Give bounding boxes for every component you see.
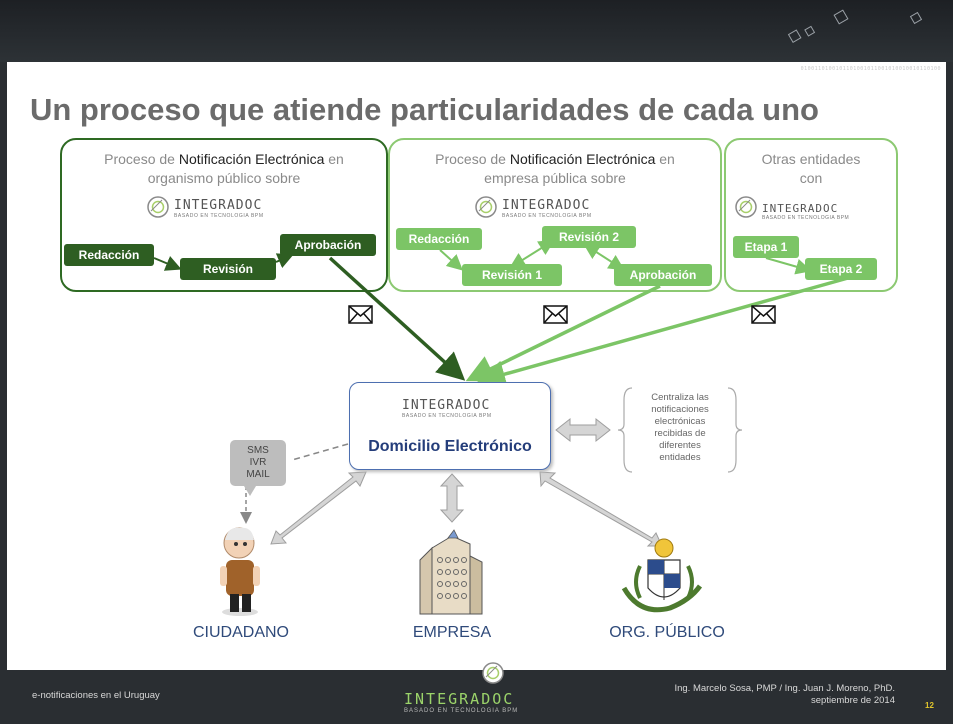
coat-of-arms-icon <box>621 538 703 613</box>
citizen-icon <box>220 527 260 616</box>
page-number: 12 <box>925 701 934 710</box>
step-aprobacion: Aprobación <box>614 264 712 286</box>
flow-arrow <box>509 239 555 269</box>
flow-arrow <box>583 243 625 271</box>
title-text: Otras entidades <box>761 151 861 167</box>
authors-text: Ing. Marcelo Sosa, PMP / Ing. Juan J. Mo… <box>674 683 895 694</box>
process-box-title: Proceso de Notificación Electrónica en e… <box>390 150 720 188</box>
footer-logo: INTEGRADOC BASADO EN TECNOLOGIA BPM <box>404 690 518 714</box>
step-redaccion: Redacción <box>396 228 482 250</box>
logo-text: INTEGRADOC BASADO EN TECNOLOGIA BPM <box>502 198 592 219</box>
recipient-label-ciudadano: CIUDADANO <box>192 624 289 641</box>
note-line: Centraliza las <box>651 392 709 403</box>
recipient-label-empresa: EMPRESA <box>412 624 492 641</box>
double-arrow-icon <box>439 473 465 523</box>
envelope-icon <box>751 305 776 324</box>
logo-tagline: BASADO EN TECNOLOGIA BPM <box>174 213 264 219</box>
brace-left <box>617 387 633 473</box>
logo-tagline: BASADO EN TECNOLOGIA BPM <box>762 215 850 221</box>
hub-label: Domicilio Electrónico <box>368 438 532 455</box>
title-line2: con <box>799 170 823 186</box>
decor-square-icon <box>787 29 802 44</box>
date-text: septiembre de 2014 <box>811 695 895 706</box>
channel-sms: SMS <box>247 445 269 456</box>
flow-arrow <box>275 253 294 269</box>
decor-square-icon <box>804 25 816 37</box>
process-box-title: Proceso de Notificación Electrónica en o… <box>62 150 386 188</box>
title-text: Proceso de <box>104 151 179 167</box>
step-aprobacion: Aprobación <box>280 234 376 256</box>
logo-name: INTEGRADOC <box>404 690 515 708</box>
logo-name: INTEGRADOC <box>762 202 839 215</box>
step-revision-2: Revisión 2 <box>542 226 636 248</box>
envelope-icon <box>348 305 373 324</box>
recipient-label-org-publico: ORG. PÚBLICO <box>609 624 725 641</box>
logo-name: INTEGRADOC <box>502 198 591 213</box>
note-line: notificaciones <box>651 404 709 415</box>
decor-square-icon <box>909 11 923 25</box>
slide-title: Un proceso que atiende particularidades … <box>30 92 819 127</box>
channel-ivr: IVR <box>249 457 267 468</box>
logo-tagline: BASADO EN TECNOLOGIA BPM <box>502 213 592 219</box>
logo-text: INTEGRADOC BASADO EN TECNOLOGIA BPM <box>762 202 849 221</box>
note-line: electrónicas <box>654 416 706 427</box>
step-etapa-1: Etapa 1 <box>733 236 799 258</box>
envelope-icon <box>543 305 568 324</box>
logo-name: INTEGRADOC <box>402 398 491 413</box>
centraliza-note: Centraliza las notificaciones electrónic… <box>630 392 730 464</box>
brace-right <box>727 387 743 473</box>
decor-square-icon <box>833 9 849 25</box>
notification-arrow <box>477 276 849 388</box>
footer-authors: Ing. Marcelo Sosa, PMP / Ing. Juan J. Mo… <box>640 683 895 707</box>
company-building-icon <box>419 529 483 615</box>
logo-text: INTEGRADOC BASADO EN TECNOLOGIA BPM <box>174 198 264 219</box>
title-line2: organismo público sobre <box>147 170 301 186</box>
title-text: Proceso de <box>435 151 510 167</box>
flow-arrow <box>765 257 812 275</box>
channel-mail: MAIL <box>246 469 270 480</box>
binary-strip: 0100110100101101001011001010010010110100 <box>800 66 941 72</box>
double-arrow-icon <box>270 471 367 545</box>
channels-bubble: SMS IVR MAIL <box>230 440 286 486</box>
note-line: diferentes <box>659 440 701 451</box>
flow-arrow <box>439 249 463 271</box>
bubble-tail <box>244 486 256 496</box>
logo-tagline: BASADO EN TECNOLOGIA BPM <box>402 413 492 419</box>
title-bold: Notificación Electrónica <box>178 151 325 167</box>
double-arrow-icon <box>555 417 611 443</box>
domicilio-electronico-hub: INTEGRADOC BASADO EN TECNOLOGIA BPM Domi… <box>349 382 551 470</box>
title-text: en <box>655 151 675 167</box>
step-revision-1: Revisión 1 <box>462 264 562 286</box>
title-line2: empresa pública sobre <box>484 170 626 186</box>
step-etapa-2: Etapa 2 <box>805 258 877 280</box>
footer-title: e-notificaciones en el Uruguay <box>32 690 160 701</box>
note-line: entidades <box>659 452 701 463</box>
step-revision: Revisión <box>180 258 276 280</box>
process-box-title: Otras entidades con <box>726 150 896 188</box>
flow-arrow <box>153 256 182 271</box>
step-redaccion: Redacción <box>64 244 154 266</box>
note-line: recibidas de <box>654 428 706 439</box>
title-text: en <box>324 151 344 167</box>
logo-name: INTEGRADOC <box>174 198 263 213</box>
title-bold: Notificación Electrónica <box>509 151 656 167</box>
notification-arrow <box>328 256 466 381</box>
logo-tagline: BASADO EN TECNOLOGIA BPM <box>404 708 519 714</box>
logo-text: INTEGRADOC BASADO EN TECNOLOGIA BPM <box>402 398 492 419</box>
